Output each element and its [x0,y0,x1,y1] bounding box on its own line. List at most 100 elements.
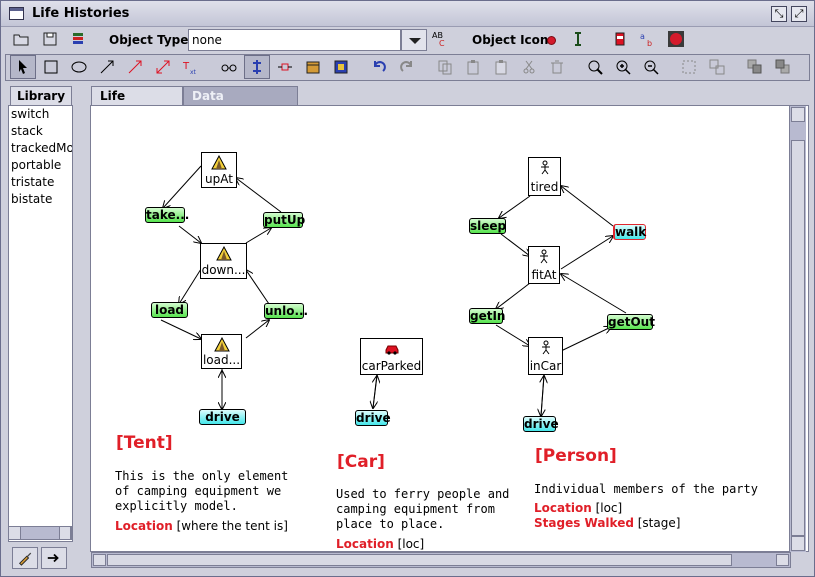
transition-person-drive[interactable]: drive [523,416,559,432]
library-book-icon[interactable] [328,55,354,79]
cut-scissors-icon[interactable] [516,55,542,79]
transition-putup[interactable]: putUp [263,212,306,228]
group-icon[interactable] [676,55,702,79]
scroll-down-icon[interactable] [791,536,805,551]
library-tab[interactable]: Library [10,86,72,105]
node-connector-icon[interactable] [272,55,298,79]
object-icon-red-dot-icon[interactable] [547,36,556,45]
object-type-field[interactable]: none [188,29,401,51]
transition-tent-drive[interactable]: drive [199,409,246,425]
undo-icon[interactable] [366,55,392,79]
select-pointer-icon[interactable] [10,55,36,79]
library-item-stack[interactable]: stack [11,124,43,138]
horizontal-scroll-thumb[interactable] [107,554,732,566]
library-item-portable[interactable]: portable [11,158,62,172]
transition-load[interactable]: load [151,302,188,318]
tent-icon [215,246,232,261]
transition-sleep[interactable]: sleep [469,218,507,234]
transition-car-drive[interactable]: drive [355,410,391,426]
transition-unlo[interactable]: unlo... [264,303,309,319]
svg-text:C: C [439,39,445,48]
books-icon[interactable] [65,27,91,51]
vertical-scroll-thumb[interactable] [791,140,805,536]
tab-life-history[interactable]: Life History [91,86,183,121]
ellipse-tool-icon[interactable] [66,55,92,79]
diagram-canvas[interactable]: upAt down... load... take... putUp load … [90,105,809,552]
scroll-right-icon[interactable] [776,554,789,566]
document-tabs: Life History Data Structures [91,85,811,121]
state-carparked[interactable]: carParked [360,338,423,375]
tent-location-attribute: Location [where the tent is] [115,519,288,533]
zoom-in-icon[interactable] [610,55,636,79]
car-title: [Car] [337,452,385,472]
scroll-left-icon[interactable] [9,527,21,539]
brush-button[interactable] [12,547,38,569]
red-arrow-tool-icon[interactable] [122,55,148,79]
canvas-horizontal-scrollbar[interactable] [91,552,791,568]
ungroup-icon[interactable] [704,55,730,79]
title-bar: Life Histories ⤡ ⤢ [1,1,814,27]
car-icon [385,345,398,355]
object-type-dropdown-button[interactable] [401,29,427,51]
canvas-vertical-scrollbar[interactable] [789,106,806,552]
state-load[interactable]: load... [201,334,242,369]
window-title: Life Histories [32,6,130,21]
paste-icon[interactable] [460,55,486,79]
transition-take[interactable]: take... [145,207,190,223]
person-location-attribute: Location [loc] [534,501,623,515]
scroll-left-icon[interactable] [93,554,106,566]
transition-getin[interactable]: getIn [469,308,506,324]
person-icon [541,340,550,355]
library-horizontal-scrollbar[interactable] [8,526,72,540]
bring-front-icon[interactable] [742,55,768,79]
fire-extinguisher-icon[interactable] [607,27,633,51]
insert-arrow-button[interactable] [41,547,67,569]
package-icon[interactable] [300,55,326,79]
save-disk-icon[interactable] [37,27,63,51]
svg-text:AB: AB [432,31,443,40]
glasses-icon[interactable] [216,55,242,79]
record-stop-icon[interactable] [663,27,689,51]
library-item-switch[interactable]: switch [11,107,50,121]
open-folder-icon[interactable] [8,27,34,51]
arrow-tool-icon[interactable] [94,55,120,79]
svg-text:T: T [182,61,190,72]
person-icon [540,249,548,264]
state-tired[interactable]: tired [528,157,561,196]
tab-data-structures[interactable]: Data Structures [183,86,298,121]
library-item-tristate[interactable]: tristate [11,175,55,189]
state-down[interactable]: down... [200,243,247,279]
library-item-trackedmo[interactable]: trackedMo [11,141,73,155]
zoom-icon[interactable] [582,55,608,79]
send-back-icon[interactable] [770,55,796,79]
transition-getout[interactable]: getOut [607,314,655,330]
double-arrow-tool-icon[interactable] [150,55,176,79]
scroll-up-icon[interactable] [791,107,805,122]
state-incar[interactable]: inCar [528,337,563,375]
person-stages-attribute: Stages Walked [stage] [534,516,681,530]
svg-text:b: b [647,39,652,48]
clipboard-icon[interactable] [488,55,514,79]
transition-walk[interactable]: walk [613,224,647,240]
copy-icon[interactable] [432,55,458,79]
redo-icon[interactable] [394,55,420,79]
window-icon [9,7,24,20]
trash-icon[interactable] [544,55,570,79]
restore-icon[interactable]: ⤡ [771,6,787,22]
library-item-bistate[interactable]: bistate [11,192,53,206]
zoom-out-icon[interactable] [638,55,664,79]
object-type-label: Object Type [109,33,189,47]
maximize-icon[interactable]: ⤢ [791,6,807,22]
rectangle-tool-icon[interactable] [38,55,64,79]
state-fitat[interactable]: fitAt [528,246,560,284]
state-upat[interactable]: upAt [201,152,237,188]
vertical-align-icon[interactable] [244,55,270,79]
library-panel: Library switch stack trackedMo portable … [5,85,76,542]
scroll-right-icon[interactable] [59,527,71,539]
text-cursor-icon[interactable] [565,27,591,51]
